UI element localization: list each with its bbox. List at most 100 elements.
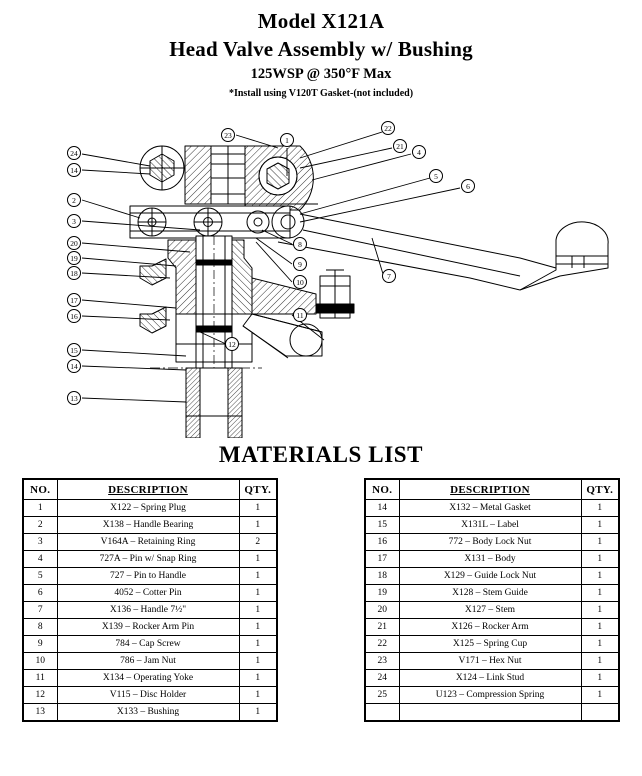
cell-description: 4052 – Cotter Pin bbox=[56, 584, 240, 602]
cell-qty: 1 bbox=[238, 584, 278, 602]
cell-no: 21 bbox=[364, 618, 400, 636]
cell-no: 16 bbox=[364, 533, 400, 551]
cell-description: X129 – Guide Lock Nut bbox=[398, 567, 582, 585]
cell-description: X125 – Spring Cup bbox=[398, 635, 582, 653]
cell-description: X127 – Stem bbox=[398, 601, 582, 619]
cell-qty: 1 bbox=[580, 584, 620, 602]
svg-text:17: 17 bbox=[70, 296, 78, 305]
callout-leaders bbox=[81, 131, 461, 403]
cell-description: V115 – Disc Holder bbox=[56, 686, 240, 704]
cell-qty: 1 bbox=[580, 635, 620, 653]
column-header-qty: QTY. bbox=[580, 478, 620, 500]
cell-qty: 1 bbox=[238, 652, 278, 670]
cell-qty: 1 bbox=[238, 499, 278, 517]
table-header-row: NO. DESCRIPTION QTY. bbox=[22, 478, 278, 500]
cell-description: X128 – Stem Guide bbox=[398, 584, 582, 602]
cell-qty: 2 bbox=[238, 533, 278, 551]
cell-description: 784 – Cap Screw bbox=[56, 635, 240, 653]
handle-lever bbox=[277, 213, 609, 291]
cell-no: 4 bbox=[22, 550, 58, 568]
cell-description: X134 – Operating Yoke bbox=[56, 669, 240, 687]
table-row bbox=[364, 703, 620, 722]
svg-text:22: 22 bbox=[384, 124, 392, 133]
cell-qty: 1 bbox=[580, 533, 620, 551]
column-header-desc: DESCRIPTION bbox=[56, 478, 240, 500]
svg-text:9: 9 bbox=[298, 260, 302, 269]
install-note: *Install using V120T Gasket-(not include… bbox=[228, 88, 414, 100]
svg-text:12: 12 bbox=[228, 340, 236, 349]
svg-text:6: 6 bbox=[466, 182, 470, 191]
svg-text:20: 20 bbox=[70, 239, 78, 248]
cell-no: 17 bbox=[364, 550, 400, 568]
cell-qty: 1 bbox=[238, 618, 278, 636]
cell-no: 12 bbox=[22, 686, 58, 704]
pressure-rating: 125WSP @ 350°F Max bbox=[250, 66, 392, 83]
callout-bubbles: 23 1 22 21 4 24 14 5 6 2 3 20 19 18 8 9 … bbox=[67, 121, 475, 405]
cell-description: X133 – Bushing bbox=[56, 703, 240, 722]
cell-description: X131 – Body bbox=[398, 550, 582, 568]
svg-text:14: 14 bbox=[70, 362, 78, 371]
assembly-title: Head Valve Assembly w/ Bushing bbox=[169, 36, 473, 61]
table-header-row: NO. DESCRIPTION QTY. bbox=[364, 478, 620, 500]
svg-text:16: 16 bbox=[70, 312, 78, 321]
valve-body-section bbox=[139, 235, 262, 438]
svg-text:13: 13 bbox=[70, 394, 78, 403]
cell-no: 22 bbox=[364, 635, 400, 653]
cell-no: 15 bbox=[364, 516, 400, 534]
cell-qty bbox=[580, 703, 620, 722]
svg-text:8: 8 bbox=[298, 240, 302, 249]
cell-description: 786 – Jam Nut bbox=[56, 652, 240, 670]
column-header-no: NO. bbox=[22, 478, 58, 500]
cell-description: U123 – Compression Spring bbox=[398, 686, 582, 704]
cell-description: X122 – Spring Plug bbox=[56, 499, 240, 517]
column-header-no: NO. bbox=[364, 478, 400, 500]
cell-qty: 1 bbox=[238, 550, 278, 568]
svg-text:10: 10 bbox=[296, 278, 304, 287]
cell-no: 5 bbox=[22, 567, 58, 585]
cell-no: 10 bbox=[22, 652, 58, 670]
cell-description: X139 – Rocker Arm Pin bbox=[56, 618, 240, 636]
cell-qty: 1 bbox=[580, 686, 620, 704]
spring-plug-assembly bbox=[139, 145, 318, 211]
cell-description: X136 – Handle 7½" bbox=[56, 601, 240, 619]
cell-qty: 1 bbox=[238, 669, 278, 687]
cell-description: V164A – Retaining Ring bbox=[56, 533, 240, 551]
svg-text:7: 7 bbox=[387, 272, 391, 281]
cell-description: 727A – Pin w/ Snap Ring bbox=[56, 550, 240, 568]
cell-qty: 1 bbox=[580, 669, 620, 687]
cell-description: X126 – Rocker Arm bbox=[398, 618, 582, 636]
cell-qty: 1 bbox=[238, 635, 278, 653]
svg-text:2: 2 bbox=[72, 196, 76, 205]
cell-description: 772 – Body Lock Nut bbox=[398, 533, 582, 551]
cell-qty: 1 bbox=[580, 550, 620, 568]
svg-text:19: 19 bbox=[70, 254, 78, 263]
cell-qty: 1 bbox=[238, 686, 278, 704]
operating-yoke bbox=[242, 269, 355, 359]
handle-bearing-row bbox=[129, 205, 305, 239]
cell-qty: 1 bbox=[238, 703, 278, 722]
svg-text:18: 18 bbox=[70, 269, 78, 278]
cell-no: 11 bbox=[22, 669, 58, 687]
cell-no: 2 bbox=[22, 516, 58, 534]
cell-no: 3 bbox=[22, 533, 58, 551]
cell-no: 25 bbox=[364, 686, 400, 704]
svg-text:21: 21 bbox=[396, 142, 404, 151]
